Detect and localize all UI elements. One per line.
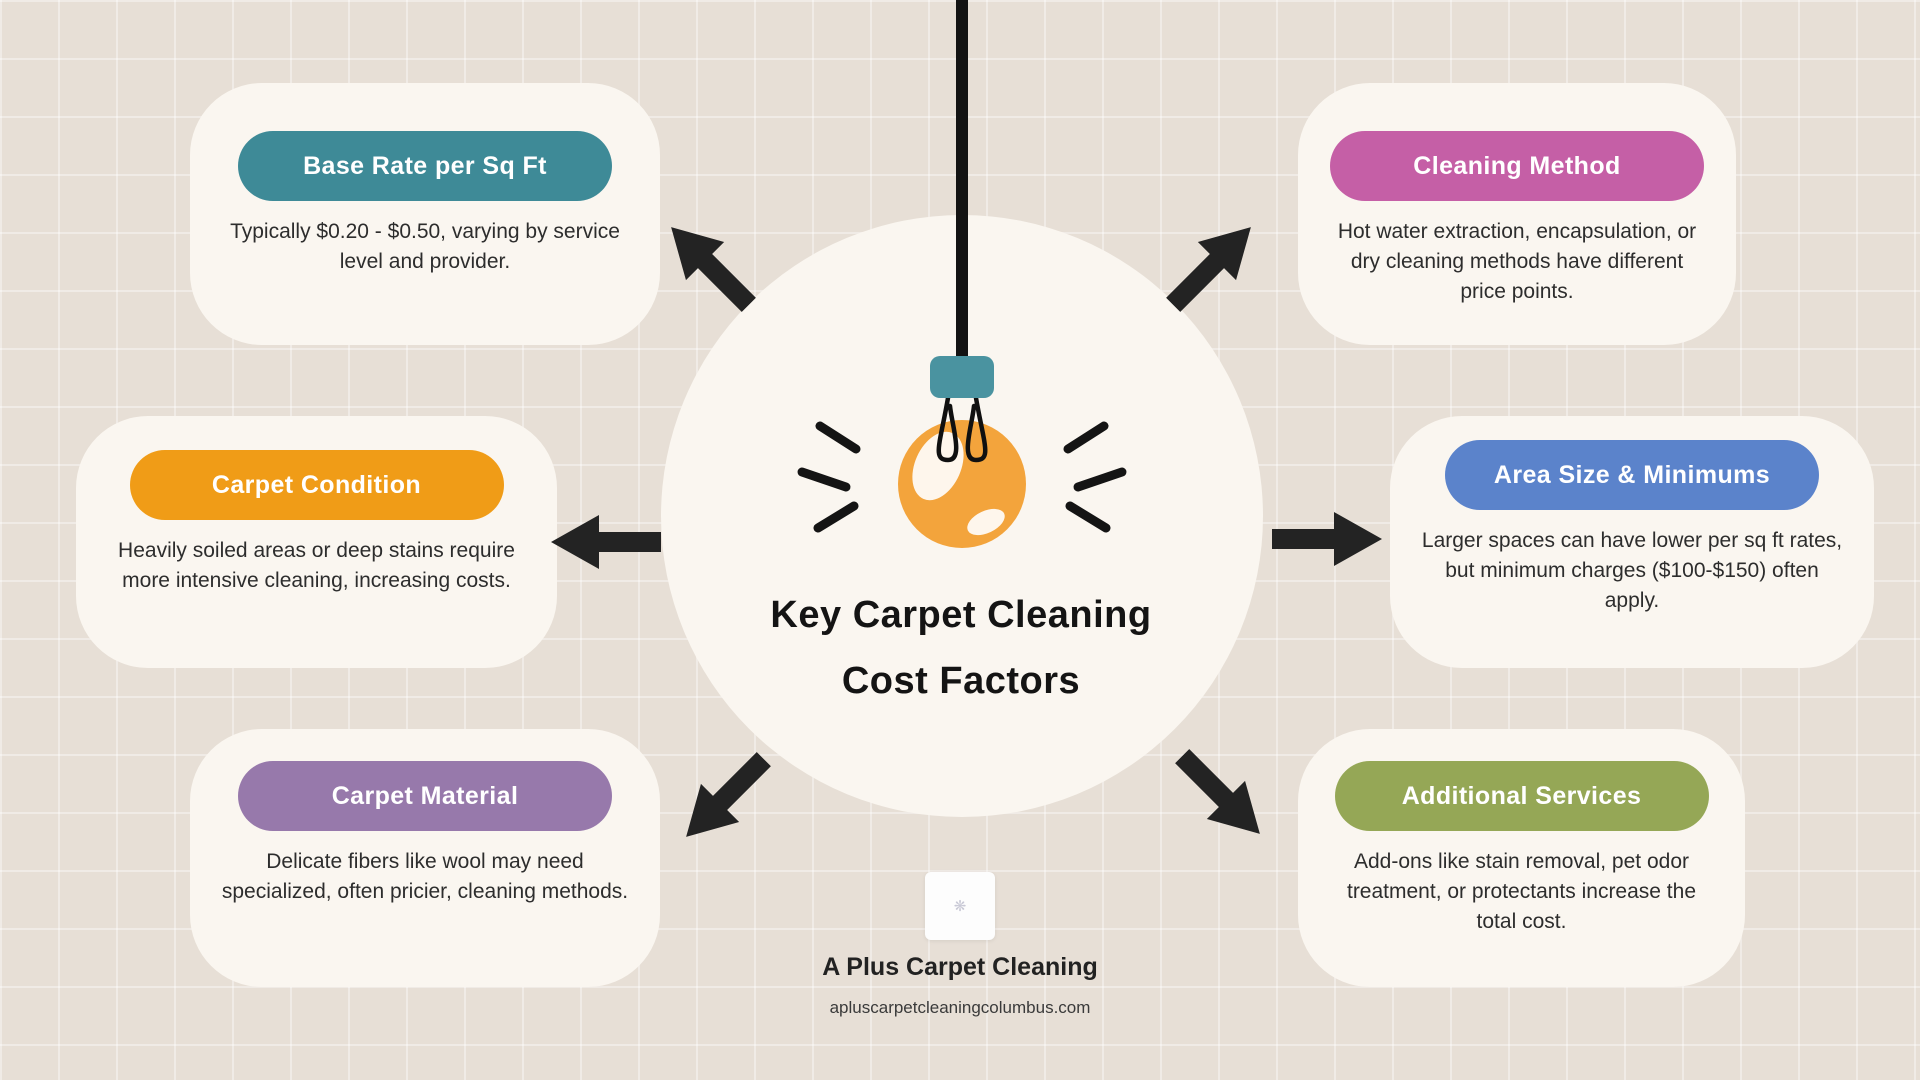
arrow-down-right-icon [1159, 733, 1283, 857]
card-body-text: Delicate fibers like wool may need speci… [221, 850, 629, 903]
card-carpet-material: Carpet Material Delicate fibers like woo… [190, 729, 660, 987]
website-url: apluscarpetcleaningcolumbus.com [829, 998, 1091, 1017]
card-area-size: Area Size & Minimums Larger spaces can h… [1390, 416, 1874, 668]
main-title-line2: Cost Factors [841, 660, 1081, 702]
lightbulb-cord [956, 0, 968, 362]
card-body-text: Typically $0.20 - $0.50, varying by serv… [230, 220, 620, 273]
arrow-left-icon [551, 509, 661, 575]
main-title: Key Carpet Cleaning Cost Factors [711, 582, 1211, 714]
logo-mark-icon: ❋ [953, 898, 967, 915]
main-title-line1: Key Carpet Cleaning [770, 594, 1152, 636]
brand-logo: ❋ [925, 872, 995, 940]
lightbulb-icon [790, 340, 1134, 580]
card-carpet-condition: Carpet Condition Heavily soiled areas or… [76, 416, 557, 668]
card-title-pill: Additional Services [1334, 761, 1709, 831]
card-cleaning-method: Cleaning Method Hot water extraction, en… [1298, 83, 1736, 345]
card-additional-services: Additional Services Add-ons like stain r… [1298, 729, 1745, 987]
arrow-up-left-icon [648, 204, 772, 328]
card-title-pill: Area Size & Minimums [1445, 440, 1819, 510]
arrow-right-icon [1272, 506, 1382, 572]
card-title-pill: Cleaning Method [1330, 131, 1704, 201]
card-base-rate: Base Rate per Sq Ft Typically $0.20 - $0… [190, 83, 660, 345]
card-title-pill: Carpet Material [238, 761, 612, 831]
card-title-pill: Carpet Condition [129, 450, 504, 520]
card-body-text: Add-ons like stain removal, pet odor tre… [1346, 850, 1696, 933]
arrow-down-left-icon [663, 736, 787, 860]
arrow-up-right-icon [1150, 204, 1274, 328]
card-body-text: Larger spaces can have lower per sq ft r… [1421, 529, 1843, 612]
card-body-text: Heavily soiled areas or deep stains requ… [118, 539, 515, 592]
brand-name: A Plus Carpet Cleaning [822, 953, 1098, 981]
card-title-pill: Base Rate per Sq Ft [238, 131, 612, 201]
card-body-text: Hot water extraction, encapsulation, or … [1337, 220, 1697, 303]
